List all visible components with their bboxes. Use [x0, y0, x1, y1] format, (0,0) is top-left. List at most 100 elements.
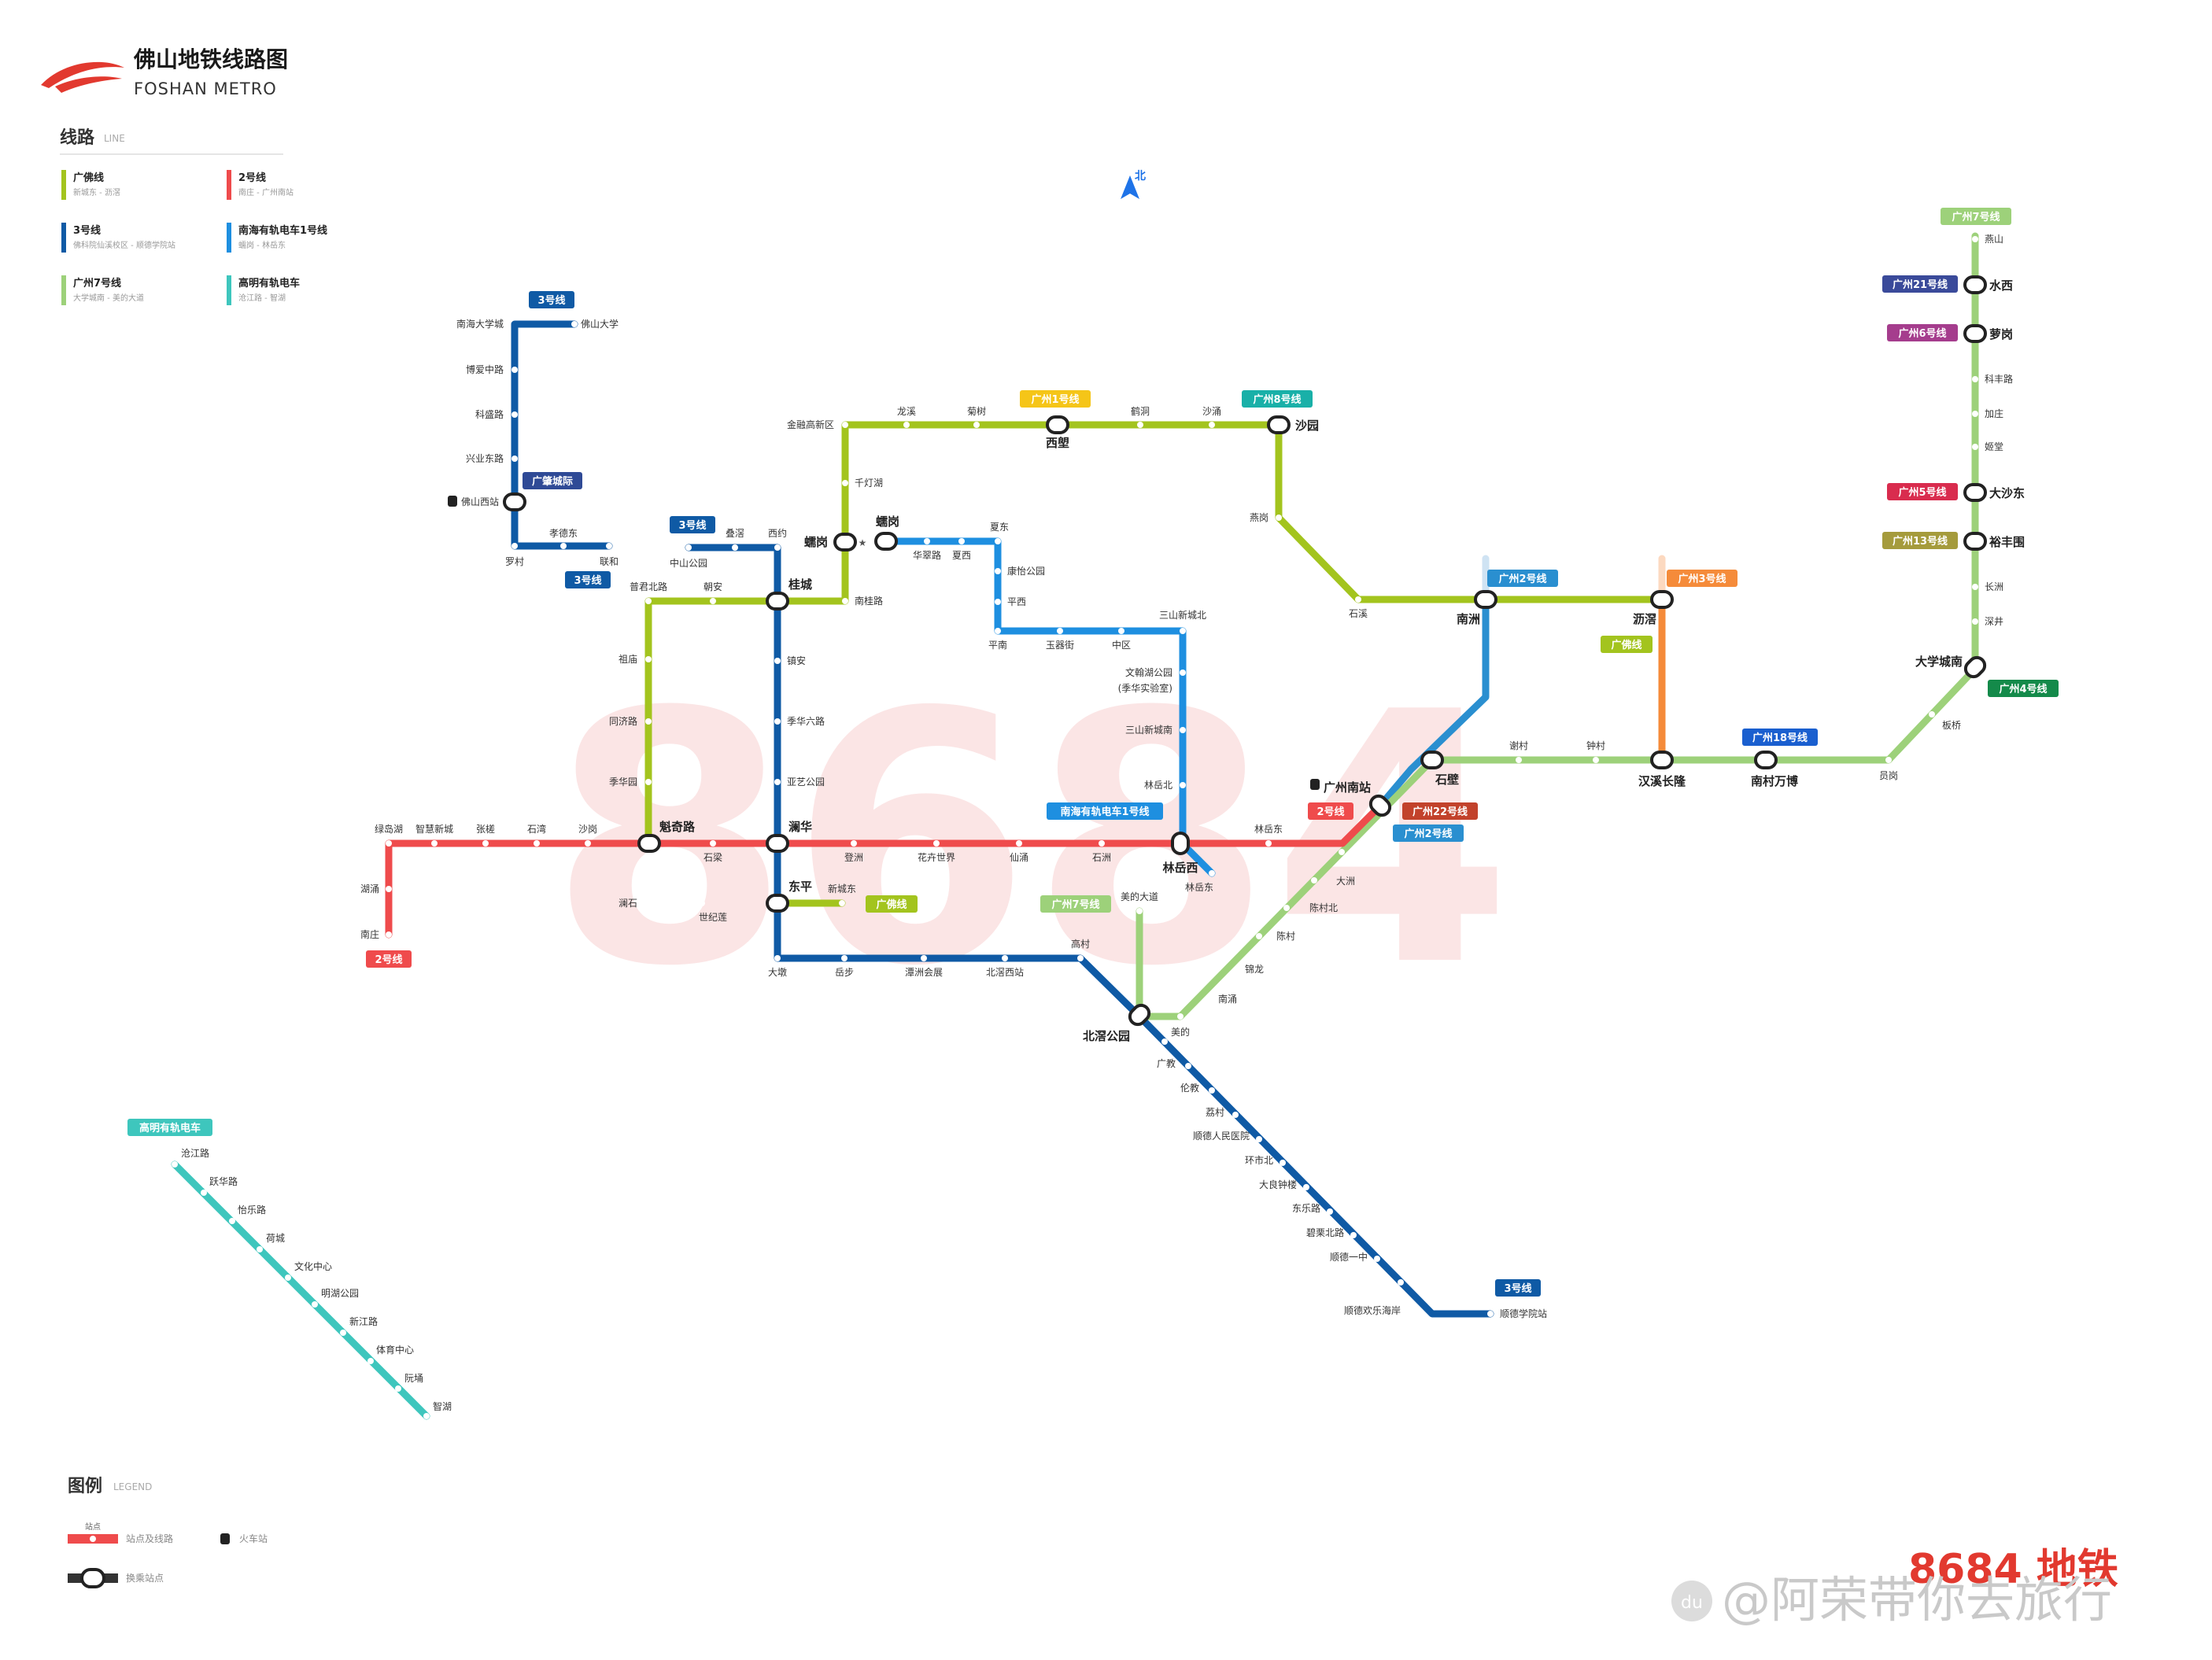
station-dot	[1077, 955, 1084, 961]
interchange-beijiao-park[interactable]	[1127, 1002, 1153, 1028]
interchange-dashadong[interactable]	[1963, 483, 1987, 502]
station-label: 燕山	[1985, 234, 2003, 245]
interchange-leigang-tram[interactable]	[874, 532, 898, 551]
badge-gz7-mid[interactable]	[1040, 895, 1111, 913]
station-label: 石湾	[527, 823, 546, 835]
badge-gf-end[interactable]	[866, 895, 918, 913]
interchange-nancun[interactable]	[1754, 751, 1778, 769]
badge-l3-sm[interactable]	[565, 571, 611, 588]
station-label: 平西	[1007, 596, 1026, 607]
badge-gz1[interactable]	[1020, 390, 1091, 408]
badge-l3-gs[interactable]	[670, 516, 715, 533]
station-label: 鹤洞	[1131, 405, 1150, 417]
badge-gf-lijiao[interactable]	[1601, 636, 1653, 653]
station-dot	[482, 840, 489, 847]
badge-gz5[interactable]	[1887, 483, 1958, 500]
station-dot	[1118, 628, 1124, 634]
interchange-dongping[interactable]	[766, 894, 789, 913]
station-label: 林岳东	[1185, 882, 1213, 893]
badge-l2-gzn[interactable]	[1308, 802, 1353, 820]
train-icons	[448, 496, 1320, 790]
badge-l2-end[interactable]	[366, 950, 412, 968]
station-dot	[511, 367, 518, 373]
station-dot	[1972, 584, 1978, 590]
badge-gz6[interactable]	[1887, 324, 1958, 341]
station-dot	[774, 718, 781, 725]
badge-gz8[interactable]	[1242, 390, 1313, 408]
interchange-shibi[interactable]	[1420, 751, 1444, 769]
badge-gz7-top[interactable]	[1941, 208, 2011, 225]
legend-guangfo: 广佛线 新城东 - 沥滘	[61, 170, 120, 200]
station-label: 世纪莲	[699, 912, 727, 923]
interchange-hanxi[interactable]	[1650, 751, 1674, 769]
badge-gz18[interactable]	[1742, 729, 1818, 746]
legend-line3: 3号线 佛科院仙溪校区 - 顺德学院站	[61, 223, 175, 253]
interchange-foshanxi[interactable]	[503, 492, 526, 511]
north-arrow-icon	[1121, 175, 1139, 199]
interchange-xilang[interactable]	[1046, 415, 1069, 434]
station-dot	[685, 544, 692, 551]
station-dot	[958, 538, 965, 544]
station-label: 登洲	[844, 851, 863, 863]
badge-l3-end[interactable]	[1495, 1279, 1541, 1297]
badge-gz13[interactable]	[1882, 532, 1958, 549]
station-dot	[1339, 849, 1345, 855]
badge-gaoming[interactable]	[127, 1119, 212, 1136]
interchange-guicheng[interactable]	[766, 592, 789, 611]
station-dot	[841, 955, 848, 961]
station-label: 北滘西站	[986, 967, 1024, 978]
station-label: 水西	[1989, 279, 2013, 293]
station-dot	[1177, 1013, 1184, 1020]
badge-tram1[interactable]	[1047, 802, 1163, 820]
badge-gzzj[interactable]	[523, 472, 582, 489]
station-label: 裕丰围	[1989, 535, 2025, 549]
station-label: 龙溪	[897, 406, 916, 417]
badge-gz4[interactable]	[1988, 680, 2059, 697]
interchange-kuiqilu[interactable]	[637, 834, 661, 853]
station-dot	[1185, 1063, 1191, 1069]
interchange-lanhua[interactable]	[766, 834, 789, 853]
station-dot	[1209, 1087, 1215, 1094]
interchange-nanzhou[interactable]	[1474, 590, 1497, 609]
badge-gz2a[interactable]	[1487, 570, 1558, 587]
station-dot	[1929, 711, 1935, 717]
interchange-shayuan[interactable]	[1267, 415, 1291, 434]
station-label: 兴业东路	[466, 452, 504, 464]
station-dot	[1180, 727, 1186, 733]
station-label: 蠕岗	[876, 515, 899, 529]
svg-text:火车站: 火车站	[239, 1533, 268, 1544]
interchange-luogang[interactable]	[1963, 324, 1987, 343]
badge-gz22[interactable]	[1402, 802, 1478, 820]
badge-l3-top[interactable]	[529, 291, 574, 308]
station-dot	[1161, 1038, 1168, 1045]
badge-gz2b[interactable]	[1393, 824, 1464, 842]
interchange-leigang-gf[interactable]	[833, 533, 857, 551]
interchange-guangzhou-south[interactable]	[1368, 793, 1394, 819]
line-badges: 3号线 3号线 3号线 3号线 广肇城际 广州1号线 广州8号线 广州2号线 广…	[127, 208, 2059, 1297]
station-label: 菊树	[967, 405, 986, 417]
svg-text:站点: 站点	[85, 1522, 101, 1532]
tourist-icon: ★	[859, 537, 867, 548]
svg-text:高明有轨电车: 高明有轨电车	[139, 1122, 201, 1134]
gaoming-line	[171, 1160, 430, 1420]
svg-text:广肇城际: 广肇城际	[532, 475, 573, 488]
station-label: 三山新城南	[1125, 724, 1172, 736]
interchange-shuixi[interactable]	[1963, 275, 1987, 294]
station-dot	[851, 840, 857, 847]
station-dot	[921, 955, 927, 961]
station-dot	[1398, 1279, 1404, 1286]
interchange-yufengwei[interactable]	[1963, 532, 1987, 551]
station-label: 石溪	[1349, 608, 1368, 619]
station-dot	[1136, 908, 1143, 914]
station-label: 伦教	[1180, 1082, 1199, 1094]
station-label: 中区	[1112, 639, 1131, 651]
interchange-linyuexi[interactable]	[1171, 832, 1190, 855]
station-dot	[1374, 1256, 1380, 1262]
station-label: 绿岛湖	[375, 823, 403, 835]
station-dot	[1885, 757, 1892, 763]
badge-gz21[interactable]	[1882, 275, 1958, 293]
badge-gz3[interactable]	[1667, 570, 1737, 587]
interchange-lijiao[interactable]	[1650, 590, 1674, 609]
station-dot	[839, 900, 845, 906]
interchange-daxuecheng[interactable]	[1963, 655, 1989, 681]
